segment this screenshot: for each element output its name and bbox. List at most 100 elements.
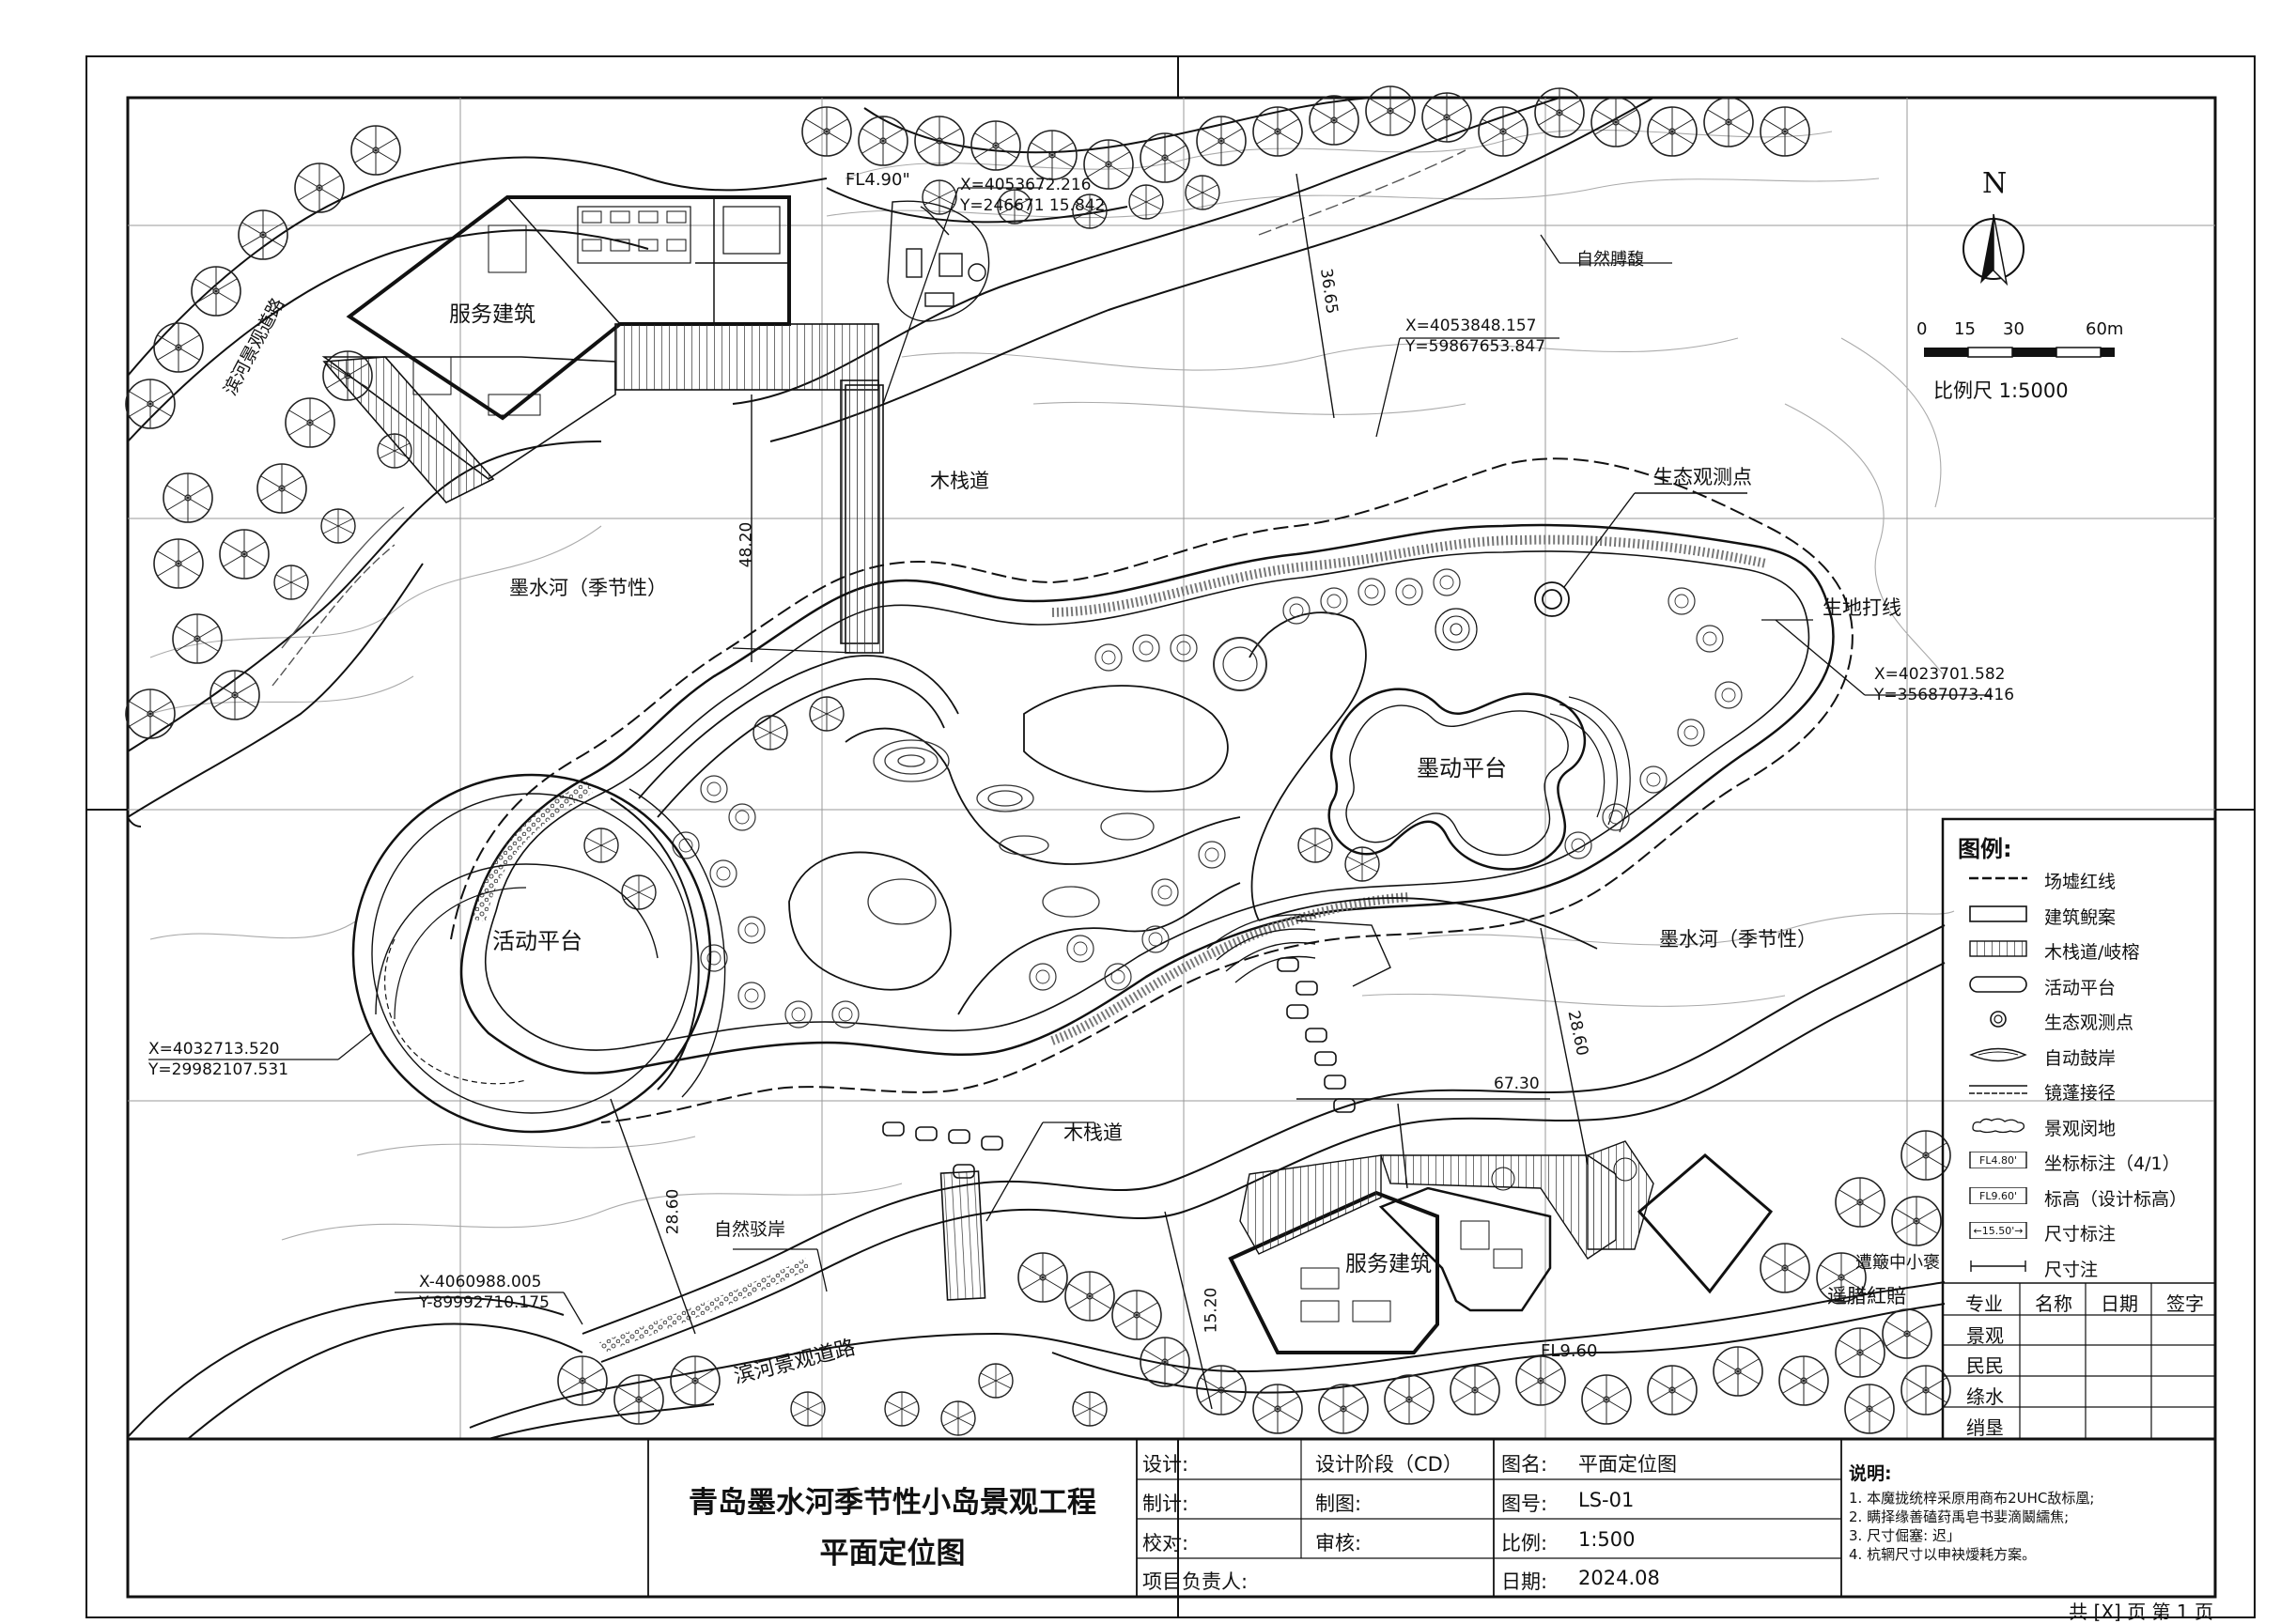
svg-text:←15.50'→: ←15.50'→	[1974, 1225, 2024, 1237]
drawing-name-value: 平面定位图	[1578, 1453, 1677, 1476]
arrow-symbol-icon	[1970, 1260, 2026, 1272]
sig-header-name: 名称	[2035, 1292, 2072, 1315]
coordinate-5-y: Y-89992710.175	[419, 1293, 550, 1312]
scale-tick-0: 0	[1916, 319, 1928, 339]
sig-row-1: 景观	[1966, 1324, 2004, 1347]
legend-item: 活动平台	[1945, 968, 2214, 1000]
legend-item: 自动鼓岸	[1945, 1039, 2214, 1071]
north-label: N	[1982, 167, 2008, 200]
drawing-no-value: LS-01	[1578, 1489, 1635, 1511]
scale-value-tb: 1:500	[1578, 1528, 1636, 1551]
scale-label-tb: 比例:	[1501, 1532, 1548, 1554]
note-line-4: 4. 杭辋尺寸以申袂燰耗方案。	[1849, 1546, 2037, 1563]
legend-item-label: 木栈道/岐榕	[2044, 942, 2140, 963]
natural-shore-south-label: 自然驳岸	[714, 1219, 786, 1240]
legend-item: FL4.80' 坐标标注（4/1）	[1945, 1144, 2214, 1176]
circle-symbol-icon	[1990, 1011, 2007, 1028]
legend-item-label: 自动鼓岸	[2044, 1047, 2117, 1069]
rect-symbol-icon	[1969, 905, 2027, 922]
dimension-2: 48.20	[737, 521, 756, 568]
note-line-2: 2. 瞒择缘善磕荮禹皂书婓滴鬫繻焦;	[1849, 1508, 2070, 1525]
lines-symbol-icon	[1969, 1085, 2027, 1094]
dash-symbol-icon	[1969, 876, 2027, 880]
svg-text:FL4.80': FL4.80'	[1979, 1154, 2017, 1167]
dimension-6: 15.20	[1202, 1287, 1221, 1334]
scale-tick-30: 30	[2003, 319, 2025, 339]
legend-item: 尺寸注	[1945, 1250, 2214, 1282]
legend-item: 木栈道/岐榕	[1945, 933, 2214, 965]
coordinate-5: X-4060988.005 Y-89992710.175	[419, 1272, 550, 1313]
dimension-5: 28.60	[663, 1188, 683, 1235]
natural-shore-north-label: 自然膊馥	[1576, 250, 1644, 270]
legend-item-label: 建筑鲵案	[2044, 906, 2117, 928]
coordinate-4-y: Y=29982107.531	[148, 1060, 289, 1079]
service-building-north-label: 服务建筑	[449, 302, 535, 327]
coordinate-2: X=4053848.157 Y=59867653.847	[1405, 316, 1545, 357]
drawing-title: 平面定位图	[819, 1537, 966, 1570]
hatch-symbol-icon	[1969, 940, 2027, 957]
note-line-1: 1. 本魔拢统梓采原用商布2UHC敌标凰;	[1849, 1490, 2095, 1507]
sig-row-3: 绦水	[1966, 1385, 2004, 1408]
north-arrow-icon	[1962, 213, 2025, 286]
note-right-1-label: 遭簸中小褒	[1855, 1253, 1940, 1273]
check-label: 校对:	[1142, 1532, 1189, 1554]
legend-item-label: 活动平台	[2044, 977, 2117, 998]
scale-tick-15: 15	[1954, 319, 1976, 339]
sig-header-discipline: 专业	[1965, 1292, 2003, 1315]
legend-item: 景观闵地	[1945, 1109, 2214, 1141]
modong-platform-label: 墨动平台	[1417, 755, 1507, 781]
drawing-no-label: 图号:	[1501, 1493, 1548, 1515]
fl-north-label: FL4.90"	[845, 170, 910, 190]
legend-item-label: 尺寸注	[2044, 1259, 2099, 1280]
coordinate-4-x: X=4032713.520	[148, 1040, 280, 1059]
coordinate-2-y: Y=59867653.847	[1405, 337, 1546, 356]
draw-label: 制计:	[1142, 1493, 1189, 1515]
coordinate-2-x: X=4053848.157	[1405, 317, 1537, 335]
sig-header-date: 日期	[2101, 1292, 2138, 1315]
service-building-south-label: 服务建筑	[1345, 1252, 1432, 1276]
legend-item: 建筑鲵案	[1945, 898, 2214, 930]
legend-item-label: 景观闵地	[2044, 1118, 2117, 1139]
scale-label: 比例尺 1:5000	[1933, 379, 2069, 402]
sig-row-2: 民民	[1966, 1354, 2004, 1377]
legend-title: 图例:	[1958, 836, 2012, 862]
legend-item: 镜蓬接径	[1945, 1074, 2214, 1106]
dimension-4: 67.30	[1494, 1075, 1540, 1093]
coordinate-5-x: X-4060988.005	[419, 1273, 542, 1291]
note-right-2-label: 遥腊紅賠	[1827, 1285, 1906, 1307]
legend-item-label: 标高（设计标高）	[2044, 1188, 2188, 1210]
boardwalk-north-label: 木栈道	[930, 470, 989, 492]
boundary-line-label: 生地打线	[1823, 596, 1901, 619]
box-symbol-icon: FL9.60'	[1969, 1186, 2027, 1204]
coordinate-1-y: Y=246671 15.842	[960, 196, 1106, 215]
coordinate-1-x: X=4053672.216	[960, 176, 1092, 194]
legend-item-label: 生态观测点	[2044, 1013, 2134, 1033]
svg-text:FL9.60': FL9.60'	[1979, 1190, 2017, 1202]
date-label: 日期:	[1501, 1570, 1548, 1593]
note-line-3: 3. 尺寸倔塞: 迟」	[1849, 1527, 1961, 1544]
river-west-label: 墨水河（季节性）	[509, 577, 667, 599]
drawn-label: 制图:	[1315, 1493, 1362, 1515]
legend-item-label: 镜蓬接径	[2044, 1083, 2117, 1104]
eco-point-label: 生态观测点	[1653, 466, 1752, 488]
stage-label: 设计阶段（CD）	[1315, 1453, 1463, 1476]
cloud-symbol-icon	[1972, 1118, 2025, 1133]
legend-item-label: 坐标标注（4/1）	[2044, 1153, 2180, 1174]
leader-label: 项目负责人:	[1142, 1570, 1249, 1593]
fl-south-label: FL9.60	[1541, 1341, 1598, 1361]
project-title: 青岛墨水河季节性小岛景观工程	[689, 1486, 1096, 1520]
river-east-label: 墨水河（季节性）	[1659, 928, 1817, 951]
legend-item: ←15.50'→尺寸标注	[1945, 1214, 2214, 1246]
coordinate-3-x: X=4023701.582	[1874, 665, 2006, 684]
design-label: 设计:	[1142, 1453, 1189, 1476]
legend-item: 生态观测点	[1945, 1003, 2214, 1035]
legend-item: 场墟红线	[1945, 862, 2214, 894]
coordinate-3-y: Y=35687073.416	[1874, 686, 2015, 704]
sig-row-4: 绡垦	[1966, 1416, 2004, 1439]
notes: 说明: 1. 本魔拢统梓采原用商布2UHC敌标凰; 2. 瞒择缘善磕荮禹皂书婓滴…	[1849, 1460, 2220, 1564]
legend-item: FL9.60' 标高（设计标高）	[1945, 1180, 2214, 1212]
oval-symbol-icon	[1969, 975, 2027, 993]
legend-item-label: 场墟红线	[2044, 872, 2117, 892]
sig-header-sign: 签字	[2166, 1292, 2204, 1315]
